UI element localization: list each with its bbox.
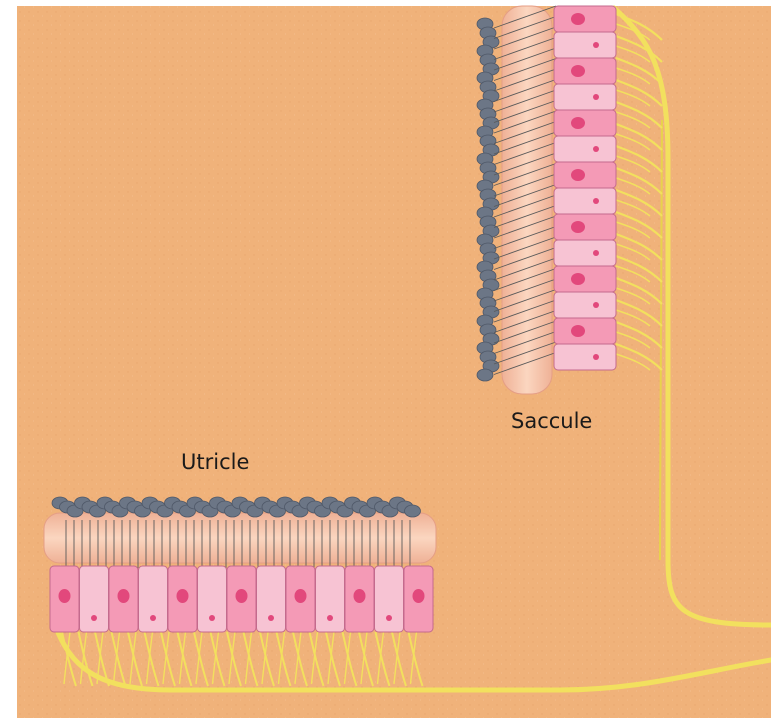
saccule-cell-nucleus [571,13,585,25]
saccule-supporting-cell [554,188,616,214]
utricle-label: Utricle [181,450,249,474]
saccule-cell-nucleus [593,198,599,204]
saccule-cell-nucleus [571,273,585,285]
utricle-cell-nucleus [59,589,71,603]
utricle-otoconium [405,505,421,517]
utricle-supporting-cell [198,566,227,632]
utricle-supporting-cell [257,566,286,632]
saccule-cell-nucleus [571,65,585,77]
saccule-cell-nucleus [593,354,599,360]
utricle-gelatinous-layer [44,513,436,563]
utricle-cell-nucleus [236,589,248,603]
utricle-cell-nucleus [268,615,274,621]
saccule-label: Saccule [511,409,592,433]
saccule-cell-nucleus [571,169,585,181]
saccule-cell-nucleus [571,221,585,233]
saccule-cell-nucleus [593,302,599,308]
utricle-cell-nucleus [209,615,215,621]
utricle-supporting-cell [139,566,168,632]
utricle-cell-nucleus [327,615,333,621]
utricle-cell-nucleus [354,589,366,603]
utricle-cell-nucleus [150,615,156,621]
utricle-cell-nucleus [177,589,189,603]
saccule-supporting-cell [554,84,616,110]
saccule-supporting-cell [554,240,616,266]
utricle-cell-nucleus [118,589,130,603]
saccule-cell-nucleus [593,42,599,48]
saccule-supporting-cell [554,292,616,318]
saccule-cell-nucleus [593,94,599,100]
utricle-cell-nucleus [413,589,425,603]
saccule-cell-nucleus [593,146,599,152]
utricle-cell-nucleus [295,589,307,603]
saccule-cell-nucleus [593,250,599,256]
utricle-supporting-cell [375,566,404,632]
saccule-supporting-cell [554,32,616,58]
saccule-cell-nucleus [571,117,585,129]
saccule-cell-nucleus [571,325,585,337]
utricle-supporting-cell [316,566,345,632]
utricle-cell-nucleus [91,615,97,621]
utricle-cell-nucleus [386,615,392,621]
saccule-supporting-cell [554,344,616,370]
saccule-otoconium [477,369,493,381]
utricle-supporting-cell [80,566,109,632]
saccule-supporting-cell [554,136,616,162]
